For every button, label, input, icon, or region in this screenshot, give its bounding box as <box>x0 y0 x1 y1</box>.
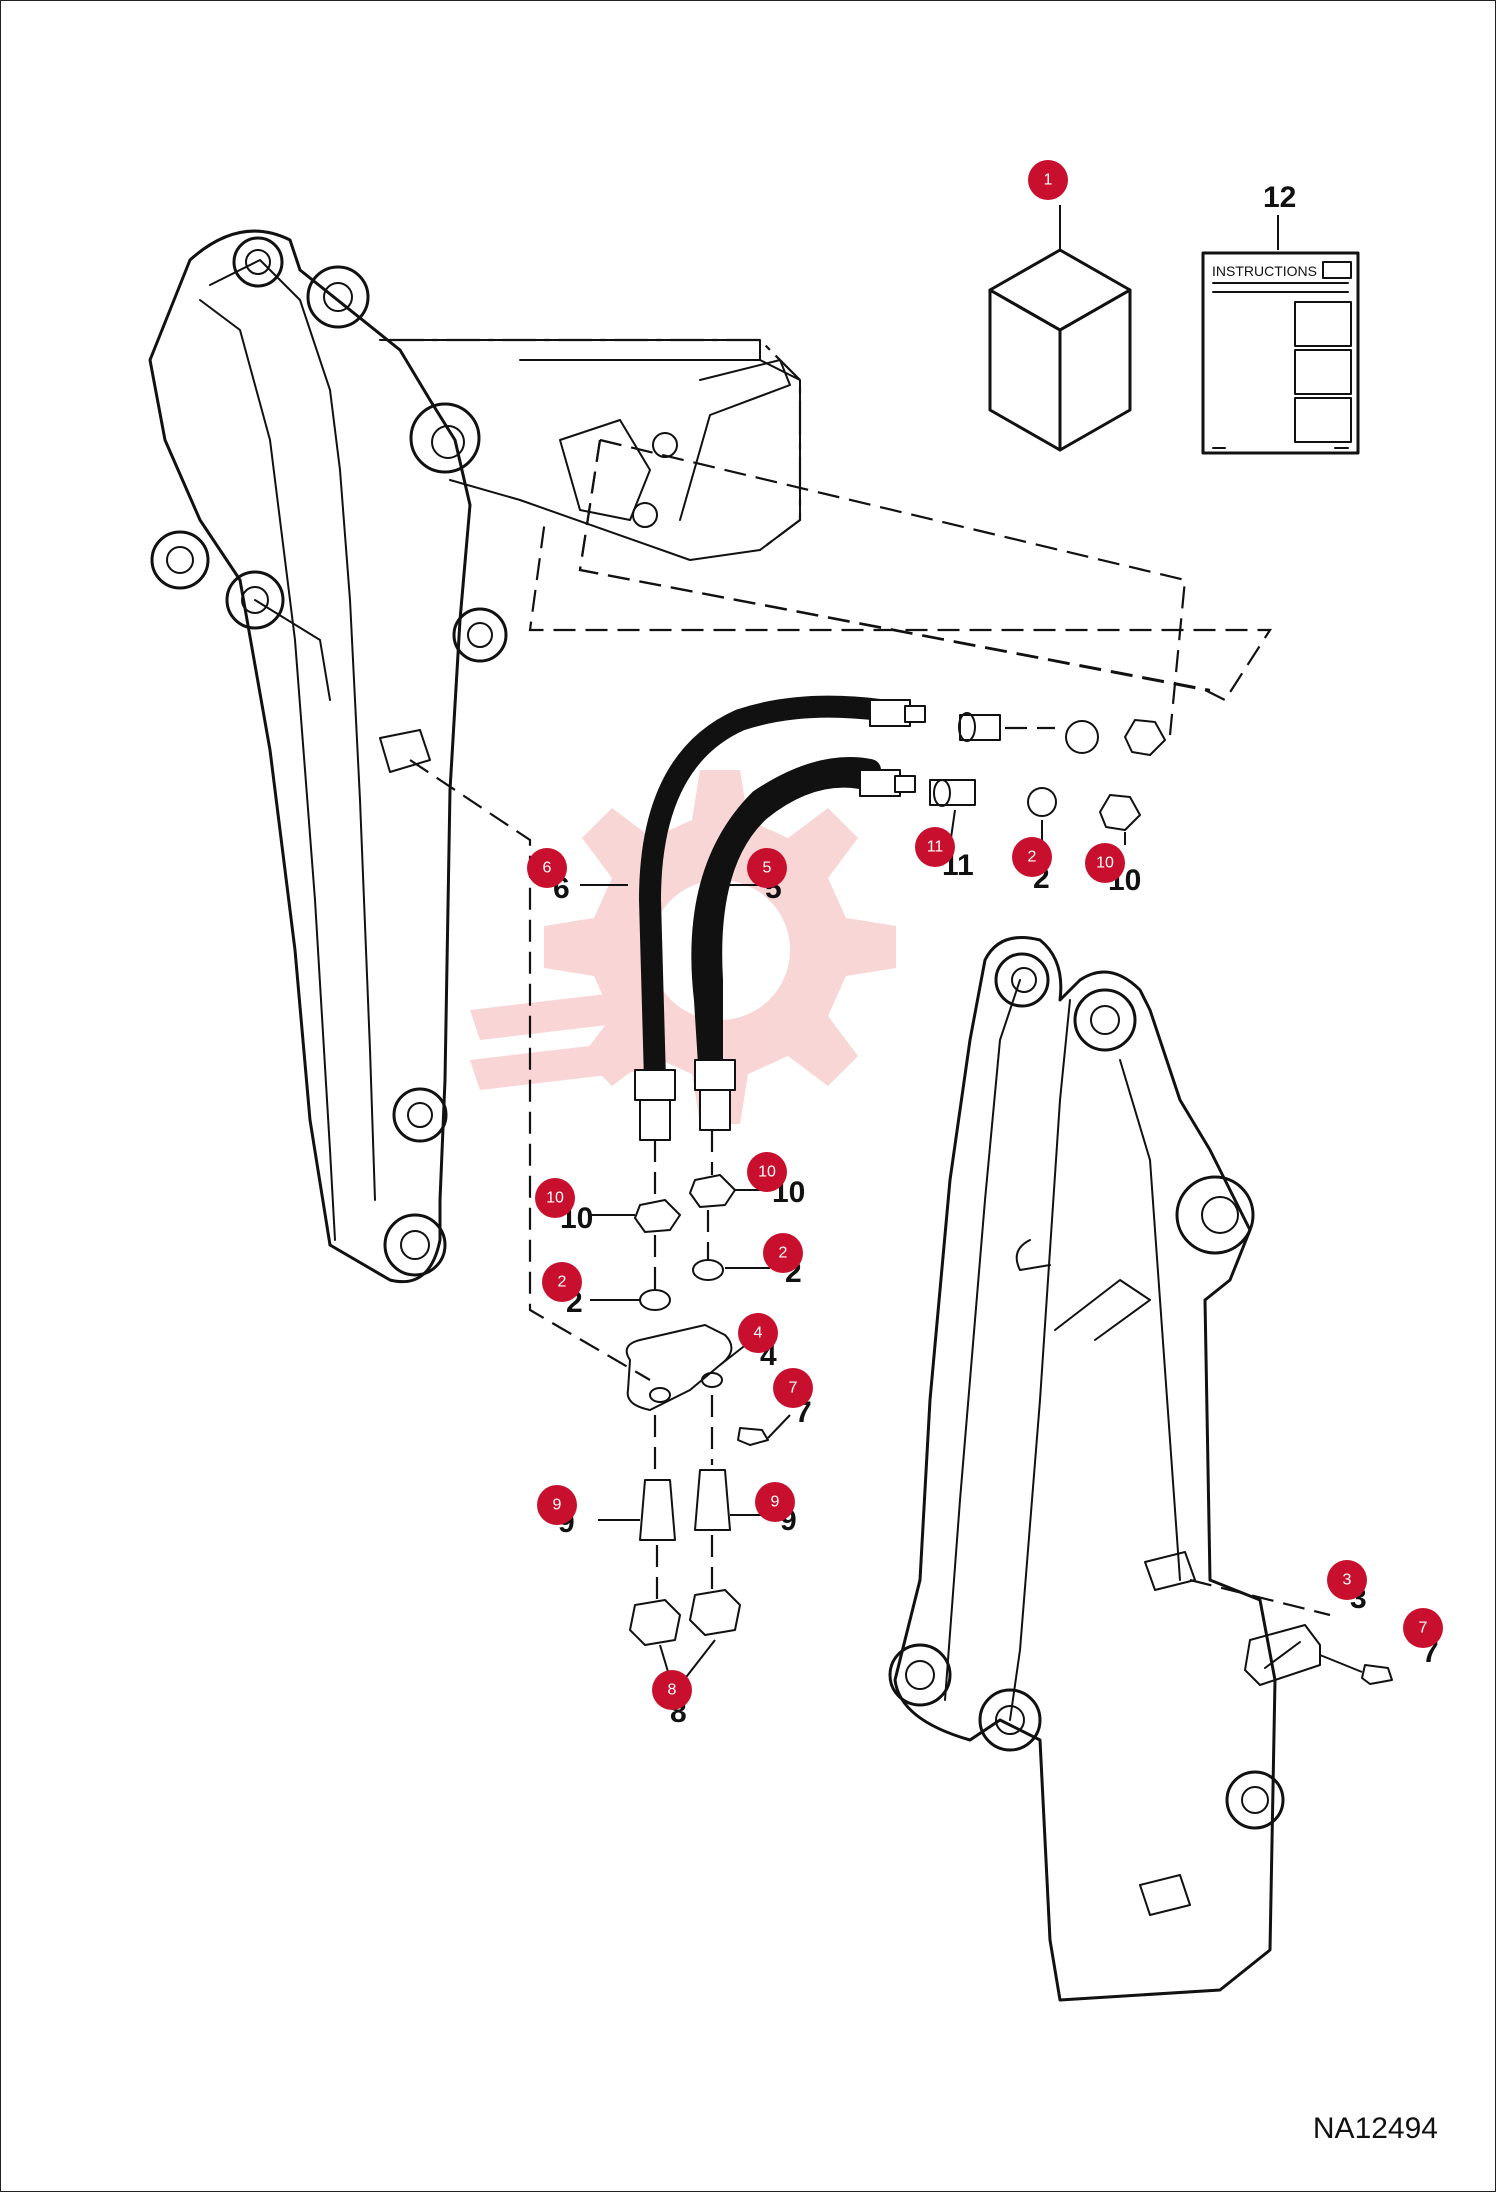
instructions-label: INSTRUCTIONS <box>1212 263 1317 279</box>
svg-text:1: 1 <box>1044 172 1053 189</box>
svg-text:5: 5 <box>763 860 772 877</box>
svg-text:2: 2 <box>558 1274 567 1291</box>
svg-text:7: 7 <box>789 1380 798 1397</box>
bubble-10c[interactable]: 10 <box>1085 843 1125 883</box>
svg-text:8: 8 <box>668 1682 677 1699</box>
svg-text:10: 10 <box>1096 855 1114 872</box>
bubble-10a[interactable]: 10 <box>535 1178 575 1218</box>
watermark-gear-icon <box>470 770 896 1124</box>
instructions-sheet-icon <box>1201 251 1360 455</box>
boom-dash-outline <box>390 338 802 551</box>
right-arm-drawing <box>888 936 1393 2002</box>
bubble-2b[interactable]: 2 <box>763 1233 803 1273</box>
bubble-8[interactable]: 8 <box>652 1670 692 1710</box>
upper-fittings <box>929 712 1166 831</box>
svg-text:7: 7 <box>1419 1620 1428 1637</box>
svg-text:3: 3 <box>1343 1572 1352 1589</box>
bubble-2a[interactable]: 2 <box>542 1262 582 1302</box>
svg-text:11: 11 <box>927 839 944 856</box>
bubble-9a[interactable]: 9 <box>537 1485 577 1525</box>
svg-text:10: 10 <box>546 1190 564 1207</box>
left-arm-drawing <box>148 229 801 1284</box>
hose-6 <box>638 695 891 1091</box>
svg-text:2: 2 <box>779 1245 788 1262</box>
hose-end-fittings <box>634 699 926 1141</box>
hose-5-body <box>700 765 871 1091</box>
bubble-11[interactable]: 11 <box>915 827 955 867</box>
svg-text:2: 2 <box>1028 849 1037 866</box>
callout-number-12: 12 <box>1263 181 1296 214</box>
bubble-5[interactable]: 5 <box>747 848 787 888</box>
bubble-3[interactable]: 3 <box>1327 1560 1367 1600</box>
svg-text:9: 9 <box>553 1497 562 1514</box>
bubble-10b[interactable]: 10 <box>747 1152 787 1192</box>
bubble-6[interactable]: 6 <box>527 848 567 888</box>
bubble-9b[interactable]: 9 <box>755 1482 795 1522</box>
leader-lines <box>580 205 1279 1686</box>
left-dash-route <box>409 759 651 1381</box>
bubble-7b[interactable]: 7 <box>1403 1608 1443 1648</box>
svg-text:6: 6 <box>543 860 552 877</box>
callout-bubbles: 1 6 5 11 2 10 10 10 2 2 4 7 9 9 8 3 7 <box>527 160 1443 1710</box>
bubble-1[interactable]: 1 <box>1028 160 1068 200</box>
lower-fittings <box>625 1130 769 1646</box>
bubble-7a[interactable]: 7 <box>773 1368 813 1408</box>
svg-text:9: 9 <box>771 1494 780 1511</box>
assembly-dash-box-upper <box>578 438 1211 736</box>
bubble-4[interactable]: 4 <box>738 1313 778 1353</box>
bubble-2c[interactable]: 2 <box>1012 837 1052 877</box>
svg-text:4: 4 <box>754 1325 763 1342</box>
svg-text:10: 10 <box>758 1164 776 1181</box>
assembly-dash-box <box>528 439 1273 702</box>
drawing-id: NA12494 <box>1312 2112 1438 2145</box>
kit-box-icon <box>988 248 1132 452</box>
